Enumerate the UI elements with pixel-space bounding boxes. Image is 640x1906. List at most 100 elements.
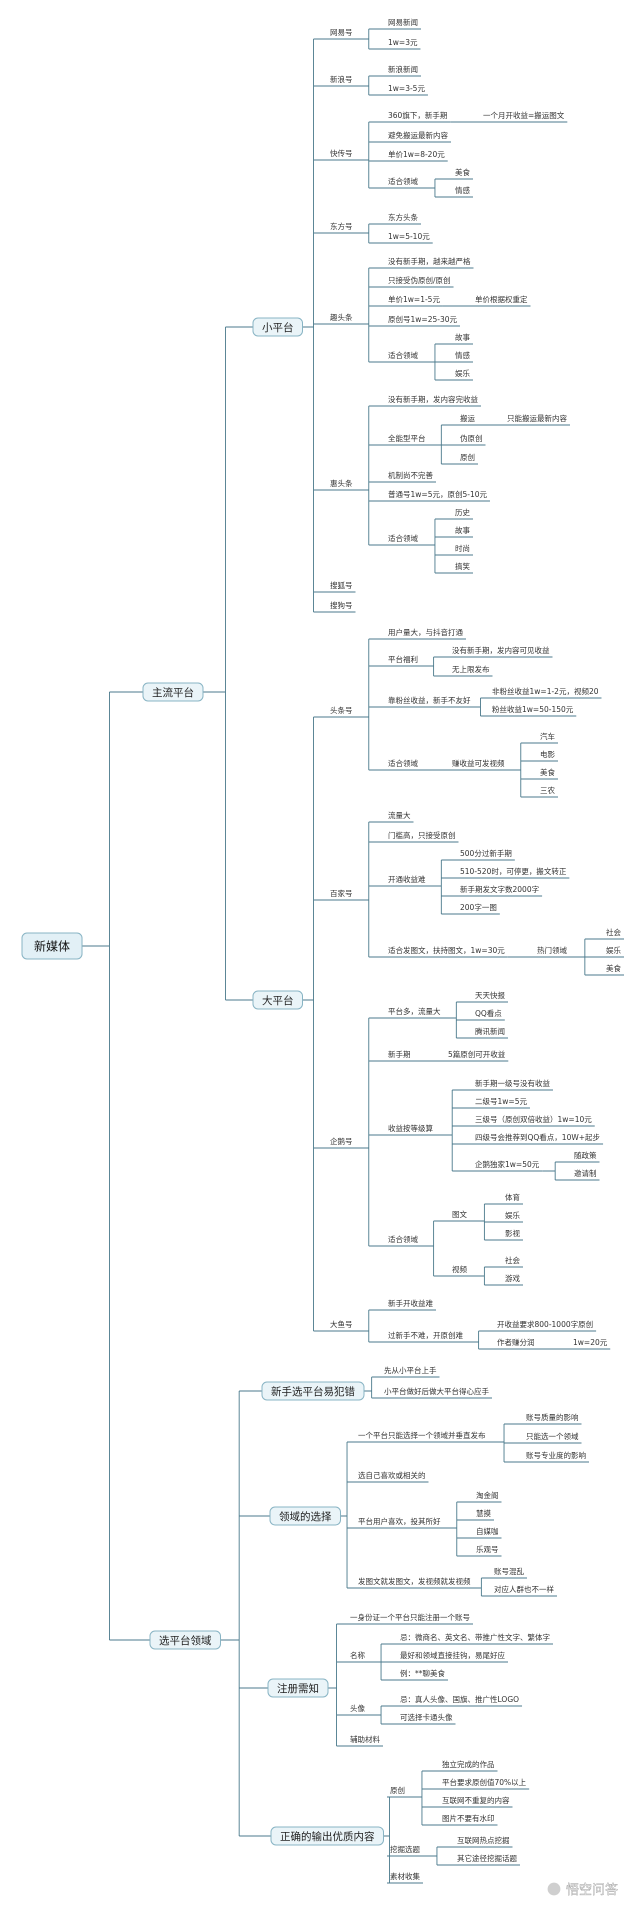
leaf-node: 360旗下，新手期 <box>385 110 451 123</box>
leaf-node: 社会 <box>603 927 624 940</box>
leaf-node: 名称 <box>347 1650 368 1663</box>
connector <box>368 1643 397 1681</box>
leaf-node: 5篇原创可开收益 <box>445 1049 509 1062</box>
node-label: 天天快报 <box>475 990 505 1000</box>
node-label: 辅助材料 <box>350 1734 380 1744</box>
leaf-node: 全能型平台 <box>385 433 429 446</box>
leaf-node: 一个月开收益=搬运图文 <box>480 110 568 123</box>
node-label: 发图文就发图文，发视频就发视频 <box>358 1576 471 1586</box>
node-label: 小平台做好后做大平台得心应手 <box>384 1386 489 1396</box>
node-label: 没有新手期，发内容可见收益 <box>452 645 550 655</box>
leaf-node: 门槛高，只接受原创 <box>385 830 459 843</box>
connector <box>383 1796 390 1884</box>
leaf-node: 影视 <box>502 1228 523 1241</box>
leaf-node: 收益按等级算 <box>385 1123 436 1136</box>
node-label: 历史 <box>455 507 470 517</box>
branch-node: 领域的选择 <box>269 1506 341 1526</box>
leaf-node: 辅助材料 <box>347 1734 383 1747</box>
node-label: 网易号 <box>330 28 353 37</box>
leaf-node: 没有新手期，发内容可见收益 <box>449 645 553 658</box>
leaf-node: 挖掘选题 <box>387 1844 423 1857</box>
connector <box>355 405 385 546</box>
leaf-node: 其它途径挖掘话题 <box>454 1853 520 1866</box>
connector <box>355 223 385 244</box>
leaf-node: 网易号 <box>327 28 356 40</box>
leaf-node: 快传号 <box>327 148 356 161</box>
connector <box>428 859 457 915</box>
branch-node: 小平台 <box>252 317 303 337</box>
node-label: 素材收集 <box>390 1871 420 1881</box>
branch-box <box>270 1826 384 1846</box>
connector <box>302 716 327 1332</box>
leaf-node: 可选择卡通头像 <box>397 1712 456 1725</box>
branch-node: 注册需知 <box>267 1678 329 1698</box>
leaf-node: 账号混乱 <box>491 1566 527 1579</box>
node-label: 只能搬运最新内容 <box>507 413 567 423</box>
node-label: 搬运 <box>460 413 475 423</box>
node-label: 先从小平台上手 <box>384 1365 437 1375</box>
node-label: 平台福利 <box>388 654 418 664</box>
mind-map-nodes: 新媒体主流平台小平台网易号网易新闻1w=3元新浪号新浪新闻1w=3-5元快传号3… <box>21 17 624 1884</box>
leaf-node: 搬运 <box>457 413 478 426</box>
node-label: 360旗下，新手期 <box>388 110 447 120</box>
node-label: 大平台 <box>262 994 294 1007</box>
connector <box>340 1441 355 1589</box>
leaf-node: 忌：真人头像、国旗、推广性LOGO <box>397 1694 523 1707</box>
node-label: 领域的选择 <box>279 1510 332 1523</box>
branch-node: 主流平台 <box>142 682 204 702</box>
leaf-node: 电影 <box>537 749 558 762</box>
node-label: 一身份证一个平台只能注册一个账号 <box>350 1612 470 1622</box>
node-label: 正确的输出优质内容 <box>280 1830 375 1843</box>
node-label: 名称 <box>350 1650 365 1660</box>
leaf-node: 伪原创 <box>457 433 486 446</box>
leaf-node: 发图文就发图文，发视频就发视频 <box>355 1576 474 1589</box>
node-label: 用户量大，与抖音打通 <box>388 627 463 637</box>
node-label: 适合领域 <box>388 533 418 543</box>
node-label: 东方号 <box>330 221 353 231</box>
leaf-node: 原创 <box>387 1785 408 1798</box>
leaf-node: 头条号 <box>327 705 356 718</box>
node-label: 游戏 <box>505 1273 520 1283</box>
node-label: 单价根据权重定 <box>475 294 528 304</box>
branch-box <box>267 1678 329 1698</box>
leaf-node: 惠头条 <box>327 478 356 491</box>
branch-node: 选平台领域 <box>149 1630 221 1650</box>
connector <box>421 518 452 574</box>
connector <box>328 1623 347 1747</box>
node-label: 慧摸 <box>476 1508 491 1518</box>
node-label: 图文 <box>452 1209 467 1219</box>
connector <box>408 1770 439 1826</box>
leaf-node: 例：**聊美食 <box>397 1668 448 1681</box>
leaf-node: 先从小平台上手 <box>381 1365 440 1378</box>
connector <box>203 326 253 1001</box>
branch-box <box>252 317 303 337</box>
node-label: 一个月开收益=搬运图文 <box>483 110 565 120</box>
node-label: 非粉丝收益1w=1-2元，视频20 <box>492 686 599 696</box>
connector <box>473 1577 491 1597</box>
node-label: 对应人群也不一样 <box>494 1584 554 1594</box>
node-label: 独立完成的作品 <box>442 1759 495 1769</box>
leaf-node: 原创号1w=25-30元 <box>385 314 460 327</box>
node-label: 自媒咖 <box>476 1526 499 1536</box>
node-label: 百家号 <box>330 888 353 898</box>
connector <box>364 1376 381 1399</box>
node-label: 一个平台只能选择一个领域并垂直发布 <box>358 1430 486 1440</box>
leaf-node: 1w=20元 <box>570 1338 611 1350</box>
node-label: 东方头条 <box>388 212 418 222</box>
leaf-node: 平台多，流量大 <box>385 1006 444 1019</box>
leaf-node: 普通号1w=5元，原创5-10元 <box>385 489 490 502</box>
leaf-node: 适合领域 <box>385 533 421 546</box>
connector <box>423 1846 454 1866</box>
node-label: 只能选一个领域 <box>526 1431 579 1441</box>
node-label: 美食 <box>540 767 555 777</box>
node-label: 选平台领域 <box>159 1634 212 1647</box>
node-label: 普通号1w=5元，原创5-10元 <box>388 489 487 499</box>
branch-box <box>252 990 303 1010</box>
connector <box>421 178 452 198</box>
leaf-node: 原创 <box>457 452 478 465</box>
root-box <box>21 932 83 960</box>
leaf-node: 故事 <box>452 525 473 538</box>
leaf-node: 非粉丝收益1w=1-2元，视频20 <box>489 686 602 699</box>
leaf-node: 邀请制 <box>571 1168 600 1181</box>
node-label: 账号混乱 <box>494 1566 524 1576</box>
